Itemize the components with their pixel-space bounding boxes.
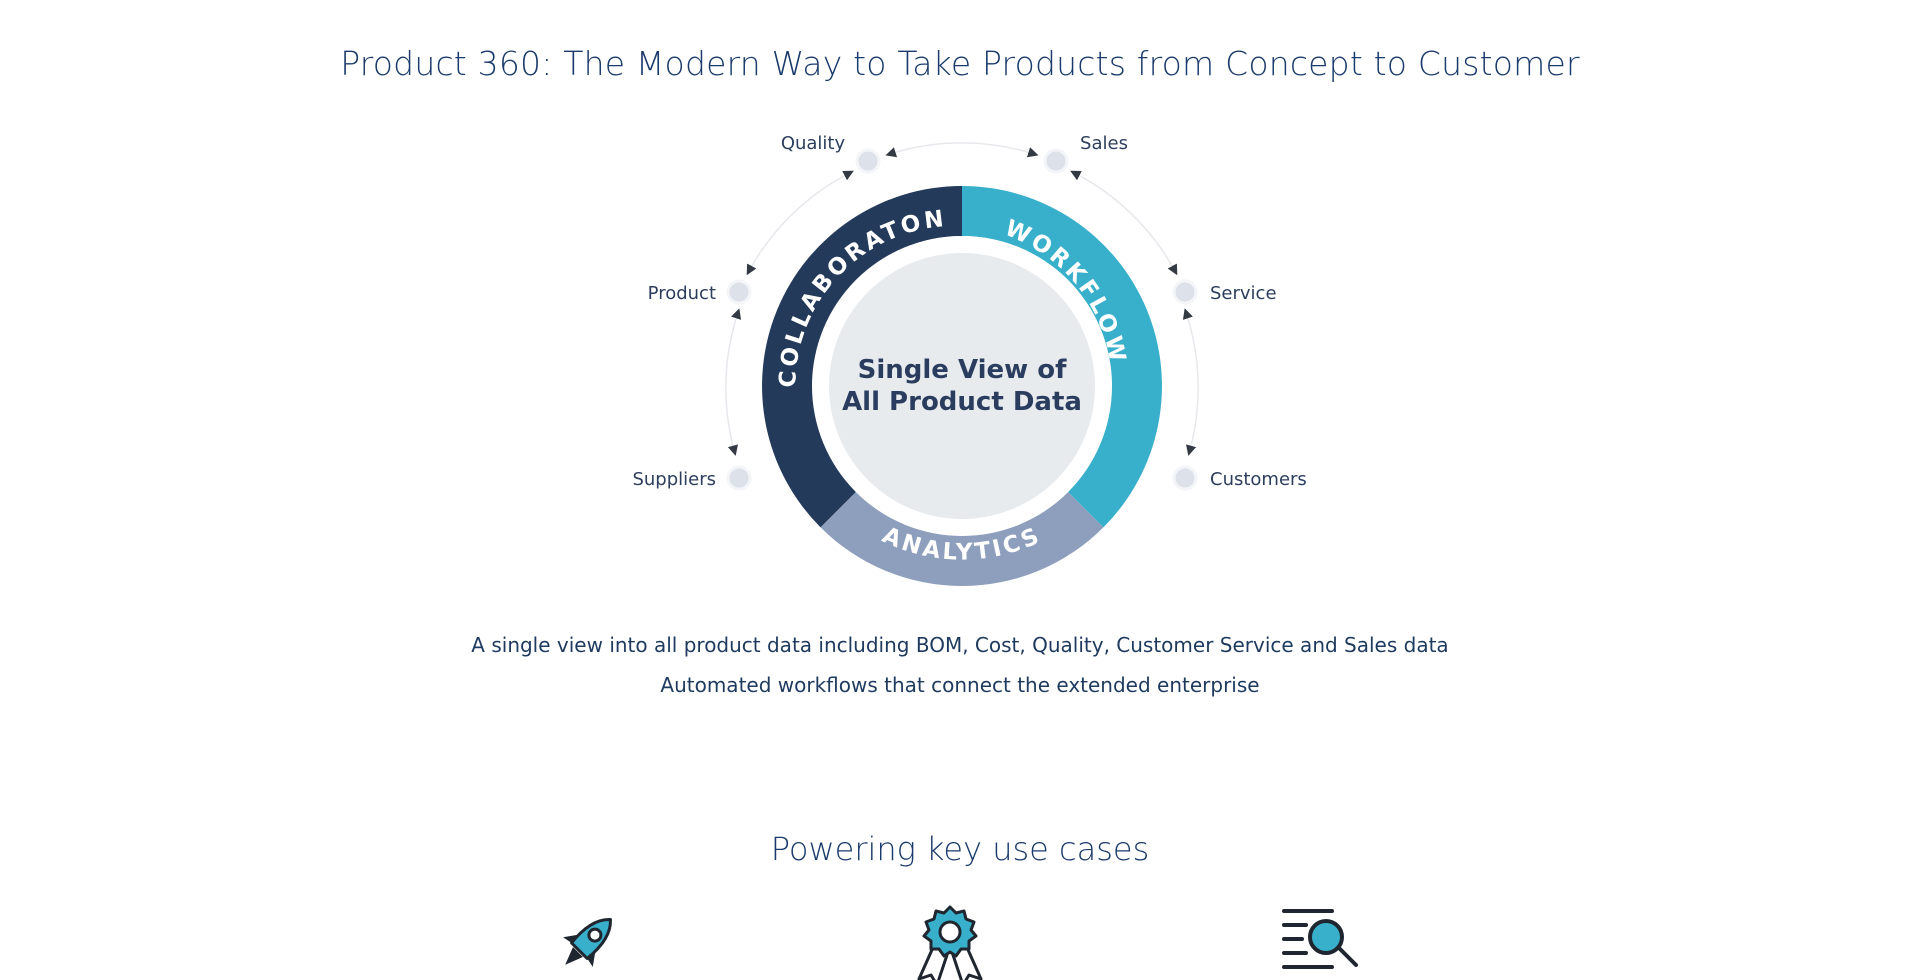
- node-dot-sales: [1043, 148, 1069, 174]
- ring: [762, 186, 1162, 586]
- center-label-line1: Single View of: [858, 355, 1068, 385]
- description-line-2: Automated workflows that connect the ext…: [660, 673, 1260, 697]
- node-dot-customers: [1172, 465, 1198, 491]
- connector-product-quality: [746, 170, 854, 276]
- node-dot-suppliers: [726, 465, 752, 491]
- use-cases-title: Powering key use cases: [770, 830, 1150, 868]
- page-title: Product 360: The Modern Way to Take Prod…: [340, 44, 1580, 83]
- description-line-1: A single view into all product data incl…: [471, 633, 1449, 657]
- node-dot-product: [726, 279, 752, 305]
- product-360-diagram: COLLABORATON WORKFLOW ANALYTICS Single V…: [632, 133, 1307, 586]
- node-label-sales: Sales: [1080, 133, 1128, 154]
- connector-sales-service: [1070, 170, 1178, 276]
- center-disc: [829, 253, 1095, 519]
- node-label-suppliers: Suppliers: [632, 469, 716, 490]
- search-list-icon: [1280, 905, 1370, 980]
- connector-suppliers-product: [725, 308, 742, 456]
- node-label-quality: Quality: [781, 133, 846, 154]
- segment-analytics: [820, 491, 1104, 586]
- connector-arcs: [725, 142, 1199, 456]
- node-label-product: Product: [648, 283, 716, 304]
- node-label-service: Service: [1210, 283, 1277, 304]
- outer-nodes: [726, 148, 1198, 491]
- node-labels: Quality Sales Product Service Suppliers …: [632, 133, 1306, 490]
- center-label-line2: All Product Data: [842, 387, 1082, 417]
- node-dot-quality: [855, 148, 881, 174]
- award-ribbon-icon: [905, 905, 995, 980]
- segment-workflow: [962, 186, 1162, 528]
- connector-service-customers: [1182, 308, 1199, 456]
- connector-quality-sales: [885, 142, 1039, 158]
- node-label-customers: Customers: [1210, 469, 1307, 490]
- segment-collaboration: [762, 186, 962, 528]
- node-dot-service: [1172, 279, 1198, 305]
- rocket-icon: [540, 905, 630, 980]
